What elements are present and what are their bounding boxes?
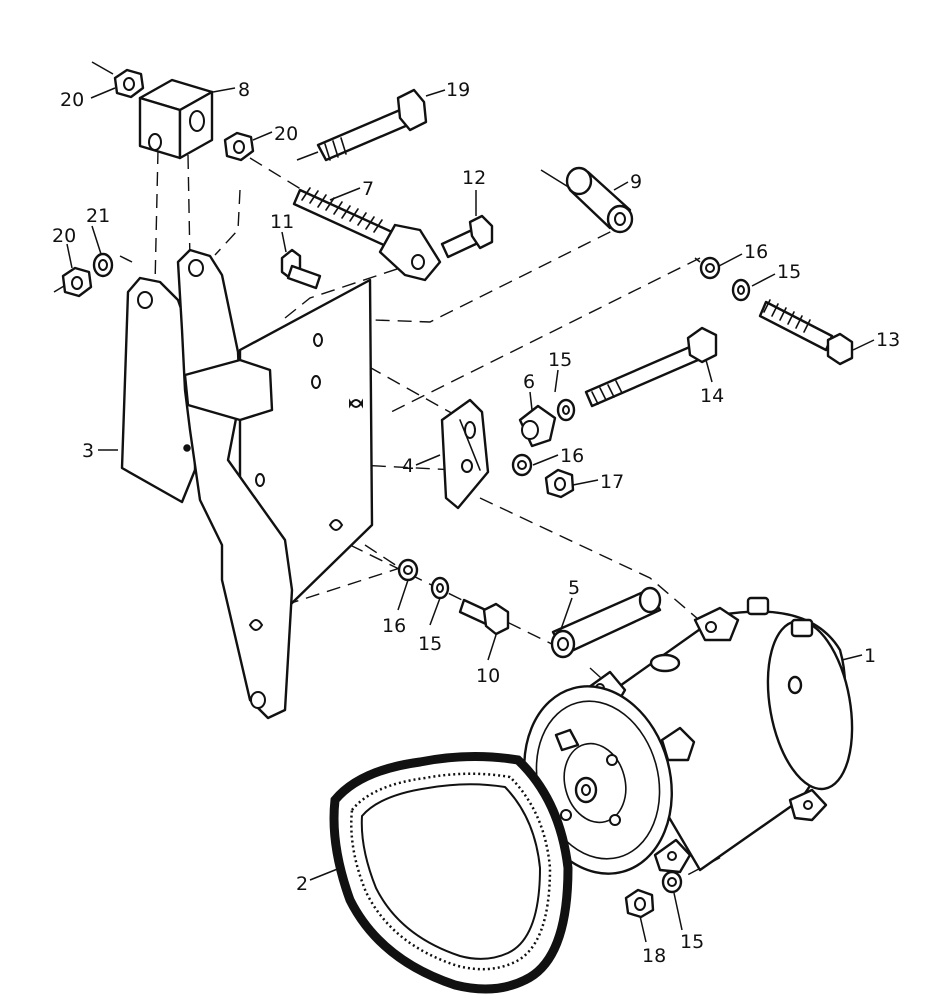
bolt-part-11 — [280, 248, 322, 290]
callout-8: 8 — [238, 79, 250, 101]
belt-part-2 — [329, 751, 573, 994]
washer-part-21 — [92, 252, 114, 278]
nut-part-20-top — [113, 68, 145, 99]
callout-5: 5 — [568, 577, 580, 599]
callout-16-lower: 16 — [382, 615, 406, 637]
callout-13: 13 — [876, 329, 900, 351]
callout-15-mid: 15 — [548, 349, 572, 371]
callout-15-lower: 15 — [418, 633, 442, 655]
callouts: 20 8 20 19 7 12 9 11 21 20 16 15 13 14 1… — [52, 79, 900, 967]
callout-14: 14 — [700, 385, 724, 407]
callout-3: 3 — [82, 440, 94, 462]
callout-6: 6 — [523, 371, 535, 393]
callout-12: 12 — [462, 167, 486, 189]
callout-2: 2 — [296, 873, 308, 895]
callout-1: 1 — [864, 645, 876, 667]
callout-11: 11 — [270, 211, 294, 233]
bracket-part-4 — [440, 398, 490, 510]
washer-part-16-lower — [397, 558, 419, 582]
nut-part-18 — [624, 888, 655, 919]
callout-4: 4 — [402, 455, 414, 477]
bracket-arm — [176, 248, 294, 720]
bolt-part-13 — [758, 299, 854, 366]
callout-20-mid: 20 — [274, 123, 298, 145]
tube-part-5 — [550, 586, 662, 659]
bolt-part-10 — [458, 598, 510, 636]
washer-part-16-right — [699, 256, 721, 280]
spacer-part-9 — [565, 166, 634, 234]
nut-part-17 — [544, 468, 575, 499]
block-part-8 — [138, 78, 214, 160]
callout-10: 10 — [476, 665, 500, 687]
callout-9: 9 — [630, 171, 642, 193]
bushing-part-6 — [518, 404, 557, 448]
callout-16-right: 16 — [744, 241, 768, 263]
washer-part-15-bottom — [661, 870, 683, 894]
adjuster-part-7 — [292, 187, 442, 282]
bolt-part-19 — [316, 88, 428, 162]
callout-15-bottom: 15 — [680, 931, 704, 953]
washer-part-15-mid — [556, 398, 576, 422]
callout-7: 7 — [362, 178, 374, 200]
callout-16-mid: 16 — [560, 445, 584, 467]
bolt-part-14 — [584, 326, 718, 408]
callout-17: 17 — [600, 471, 624, 493]
leader-lines — [53, 61, 875, 943]
bracket-part-3 — [120, 276, 197, 504]
callout-18: 18 — [642, 945, 666, 967]
callout-20-top: 20 — [60, 89, 84, 111]
washer-part-15-lower — [430, 576, 450, 600]
bolt-part-12 — [440, 214, 494, 259]
washer-part-16-mid — [511, 453, 533, 477]
washer-part-15-right — [731, 278, 751, 302]
callout-19: 19 — [446, 79, 470, 101]
callout-15-right: 15 — [777, 261, 801, 283]
nut-part-20-left — [61, 266, 93, 298]
nut-part-20-middle — [223, 131, 255, 162]
callout-20-left: 20 — [52, 225, 76, 247]
callout-21: 21 — [86, 205, 110, 227]
